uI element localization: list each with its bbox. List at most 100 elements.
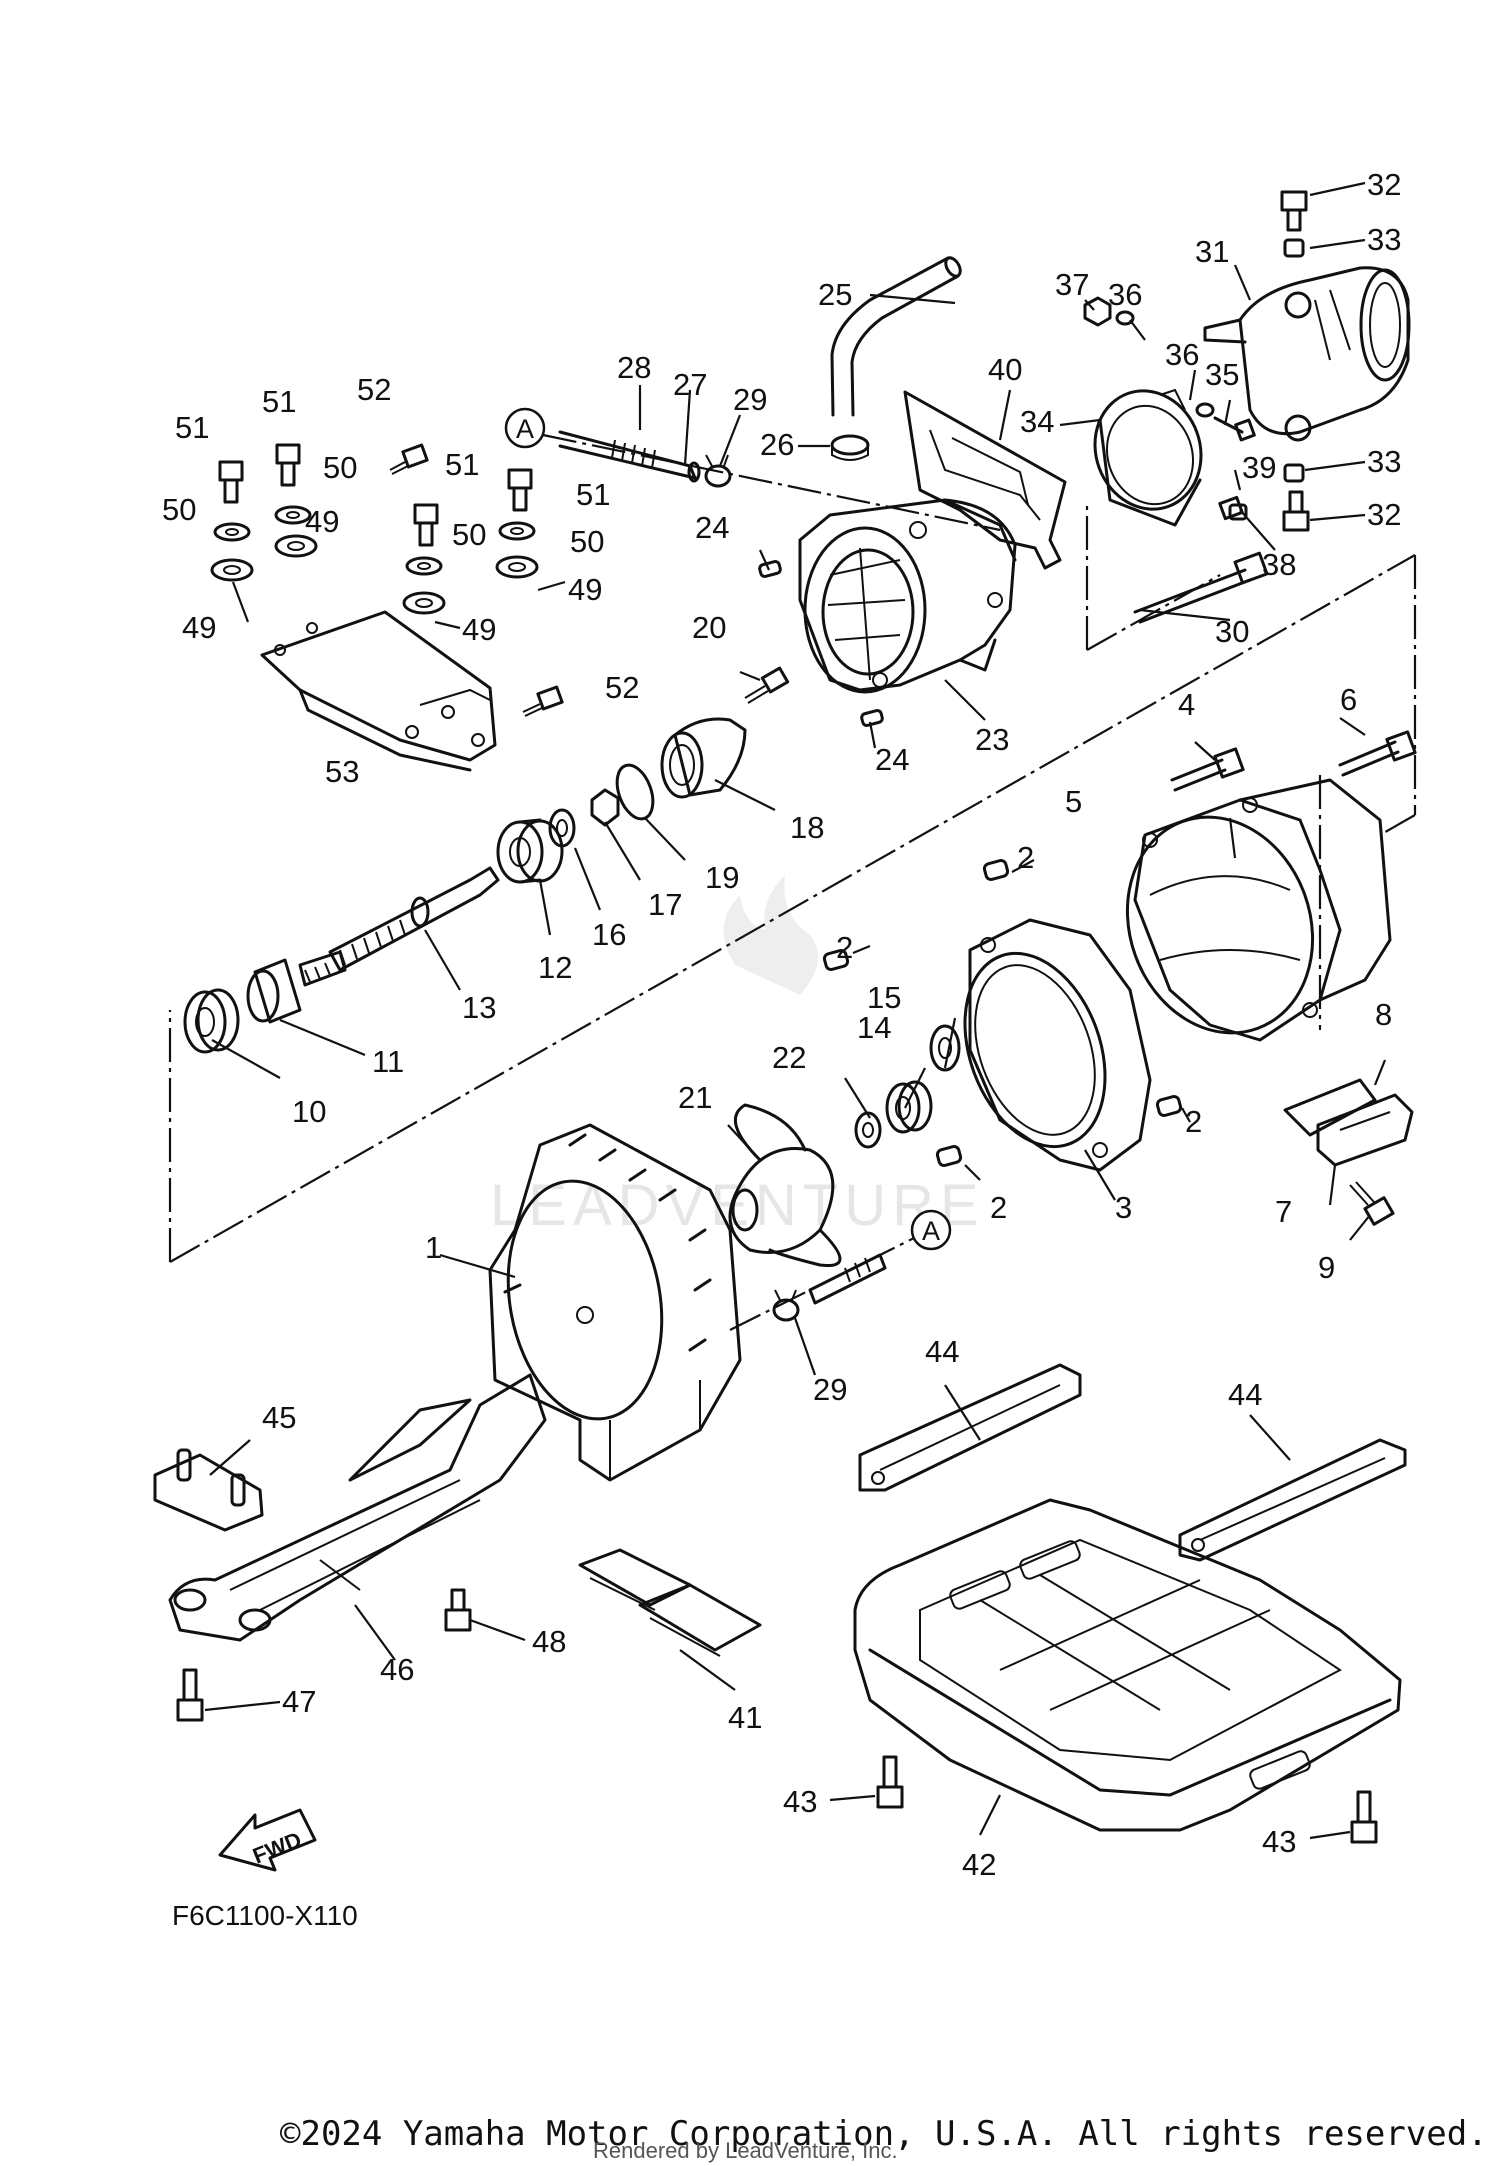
- top-cover-plate: [260, 610, 497, 772]
- cable-shaft: [558, 430, 701, 483]
- o-ring-19: [615, 763, 655, 821]
- label-part-18: 18: [790, 810, 824, 845]
- bolt-9: [1349, 1181, 1395, 1226]
- reference-marker-a-top: A: [504, 407, 546, 449]
- label-part-24-b: 24: [875, 742, 909, 777]
- intake-grate-mount: [153, 1448, 264, 1532]
- bolt-51-b: [275, 443, 301, 487]
- label-part-13: 13: [462, 990, 496, 1025]
- bolt-52-a: [389, 443, 429, 475]
- label-part-11: 11: [372, 1044, 404, 1079]
- label-part-28: 28: [617, 350, 651, 385]
- label-part-51-a: 51: [175, 410, 209, 445]
- label-part-10: 10: [292, 1094, 326, 1129]
- label-part-37: 37: [1055, 267, 1089, 302]
- label-part-32-a: 32: [1367, 167, 1401, 202]
- bolt-6: [1338, 730, 1417, 777]
- figure-code: F6C1100-X110: [172, 1900, 358, 1931]
- label-part-12: 12: [538, 950, 572, 985]
- label-part-49-c: 49: [462, 612, 496, 647]
- label-part-9: 9: [1318, 1250, 1335, 1285]
- label-part-47: 47: [282, 1684, 316, 1719]
- hose-clip: [830, 434, 870, 461]
- bearing-14: [885, 1080, 933, 1134]
- grate-pad: [578, 1548, 762, 1657]
- label-part-2-b: 2: [836, 930, 853, 965]
- label-part-8: 8: [1375, 997, 1392, 1032]
- label-part-3: 3: [1115, 1190, 1132, 1225]
- label-part-50-c: 50: [452, 517, 486, 552]
- label-part-39: 39: [1242, 450, 1276, 485]
- bolt-51-c: [413, 503, 439, 547]
- label-part-51-b: 51: [262, 384, 296, 419]
- intake-grate: [168, 1373, 547, 1642]
- svg-text:A: A: [516, 414, 534, 444]
- label-part-23: 23: [975, 722, 1009, 757]
- label-part-40: 40: [988, 352, 1022, 387]
- forward-label: FWD: [249, 1827, 305, 1869]
- label-part-29-b: 29: [813, 1372, 847, 1407]
- label-part-2-d: 2: [990, 1190, 1007, 1225]
- ride-plate: [853, 1498, 1402, 1832]
- bolt-32-top: [1280, 190, 1308, 232]
- intake-cover-7: [1316, 1093, 1414, 1167]
- label-part-1: 1: [425, 1230, 442, 1265]
- label-part-24-a: 24: [695, 510, 729, 545]
- drive-shaft: [298, 866, 500, 987]
- bearing-housing-cone: [660, 717, 747, 799]
- label-part-21: 21: [678, 1080, 712, 1115]
- bolt-4: [1170, 747, 1245, 792]
- forward-arrow-icon: FWD: [218, 1808, 317, 1872]
- bolt-43-left: [876, 1755, 904, 1809]
- label-part-16: 16: [592, 917, 626, 952]
- label-part-38: 38: [1262, 547, 1296, 582]
- label-part-17: 17: [648, 887, 682, 922]
- label-part-31: 31: [1195, 234, 1229, 269]
- label-part-26: 26: [760, 427, 794, 462]
- nut-17: [590, 788, 620, 827]
- label-part-44-b: 44: [1228, 1377, 1262, 1412]
- bolt-51-a: [218, 460, 244, 504]
- spacer-22: [854, 1111, 882, 1149]
- label-part-2-c: 2: [1185, 1104, 1202, 1139]
- label-part-45: 45: [262, 1400, 296, 1435]
- label-part-35: 35: [1205, 357, 1239, 392]
- liner-housing: [1125, 778, 1392, 1042]
- label-part-4: 4: [1178, 687, 1195, 722]
- svg-text:A: A: [922, 1216, 940, 1246]
- label-part-2-a: 2: [1017, 840, 1034, 875]
- nozzle-hardware: [1083, 190, 1310, 532]
- label-part-51-d: 51: [576, 477, 610, 512]
- label-part-50-b: 50: [323, 450, 357, 485]
- label-part-52-b: 52: [605, 670, 639, 705]
- ride-plate-rail-right: [1178, 1438, 1407, 1562]
- bolt-48: [444, 1588, 472, 1632]
- label-part-50-a: 50: [162, 492, 196, 527]
- water-hose: [830, 256, 962, 417]
- hose-clamp-lower: [772, 1289, 800, 1322]
- watermark-logo: LEADVENTURE: [490, 875, 979, 1238]
- pump-duct-housing: [798, 498, 1017, 694]
- label-part-29-a: 29: [733, 382, 767, 417]
- impeller: [728, 1103, 842, 1268]
- rendered-by-credit: Rendered by LeadVenture, Inc.: [593, 2138, 898, 2163]
- cover-bolts-and-washers: [210, 443, 564, 717]
- bearing-12: [496, 818, 564, 884]
- label-part-41: 41: [728, 1700, 762, 1735]
- bolt-32-bottom: [1282, 490, 1310, 532]
- label-part-49-d: 49: [568, 572, 602, 607]
- label-part-49-a: 49: [182, 610, 216, 645]
- label-part-5: 5: [1065, 784, 1082, 819]
- copyright-notice: ©2024 Yamaha Motor Corporation, U.S.A. A…: [280, 2114, 1488, 2154]
- long-bolt: [1133, 551, 1269, 624]
- label-part-7: 7: [1275, 1194, 1292, 1229]
- label-part-51-c: 51: [445, 447, 479, 482]
- label-part-14: 14: [857, 1010, 891, 1045]
- dowel-2: [822, 859, 1183, 1167]
- label-part-33-a: 33: [1367, 222, 1401, 257]
- label-part-53: 53: [325, 754, 359, 789]
- sleeve-11: [246, 958, 302, 1024]
- label-part-42: 42: [962, 1847, 996, 1882]
- seal-15: [929, 1024, 961, 1072]
- seal-10: [183, 988, 240, 1054]
